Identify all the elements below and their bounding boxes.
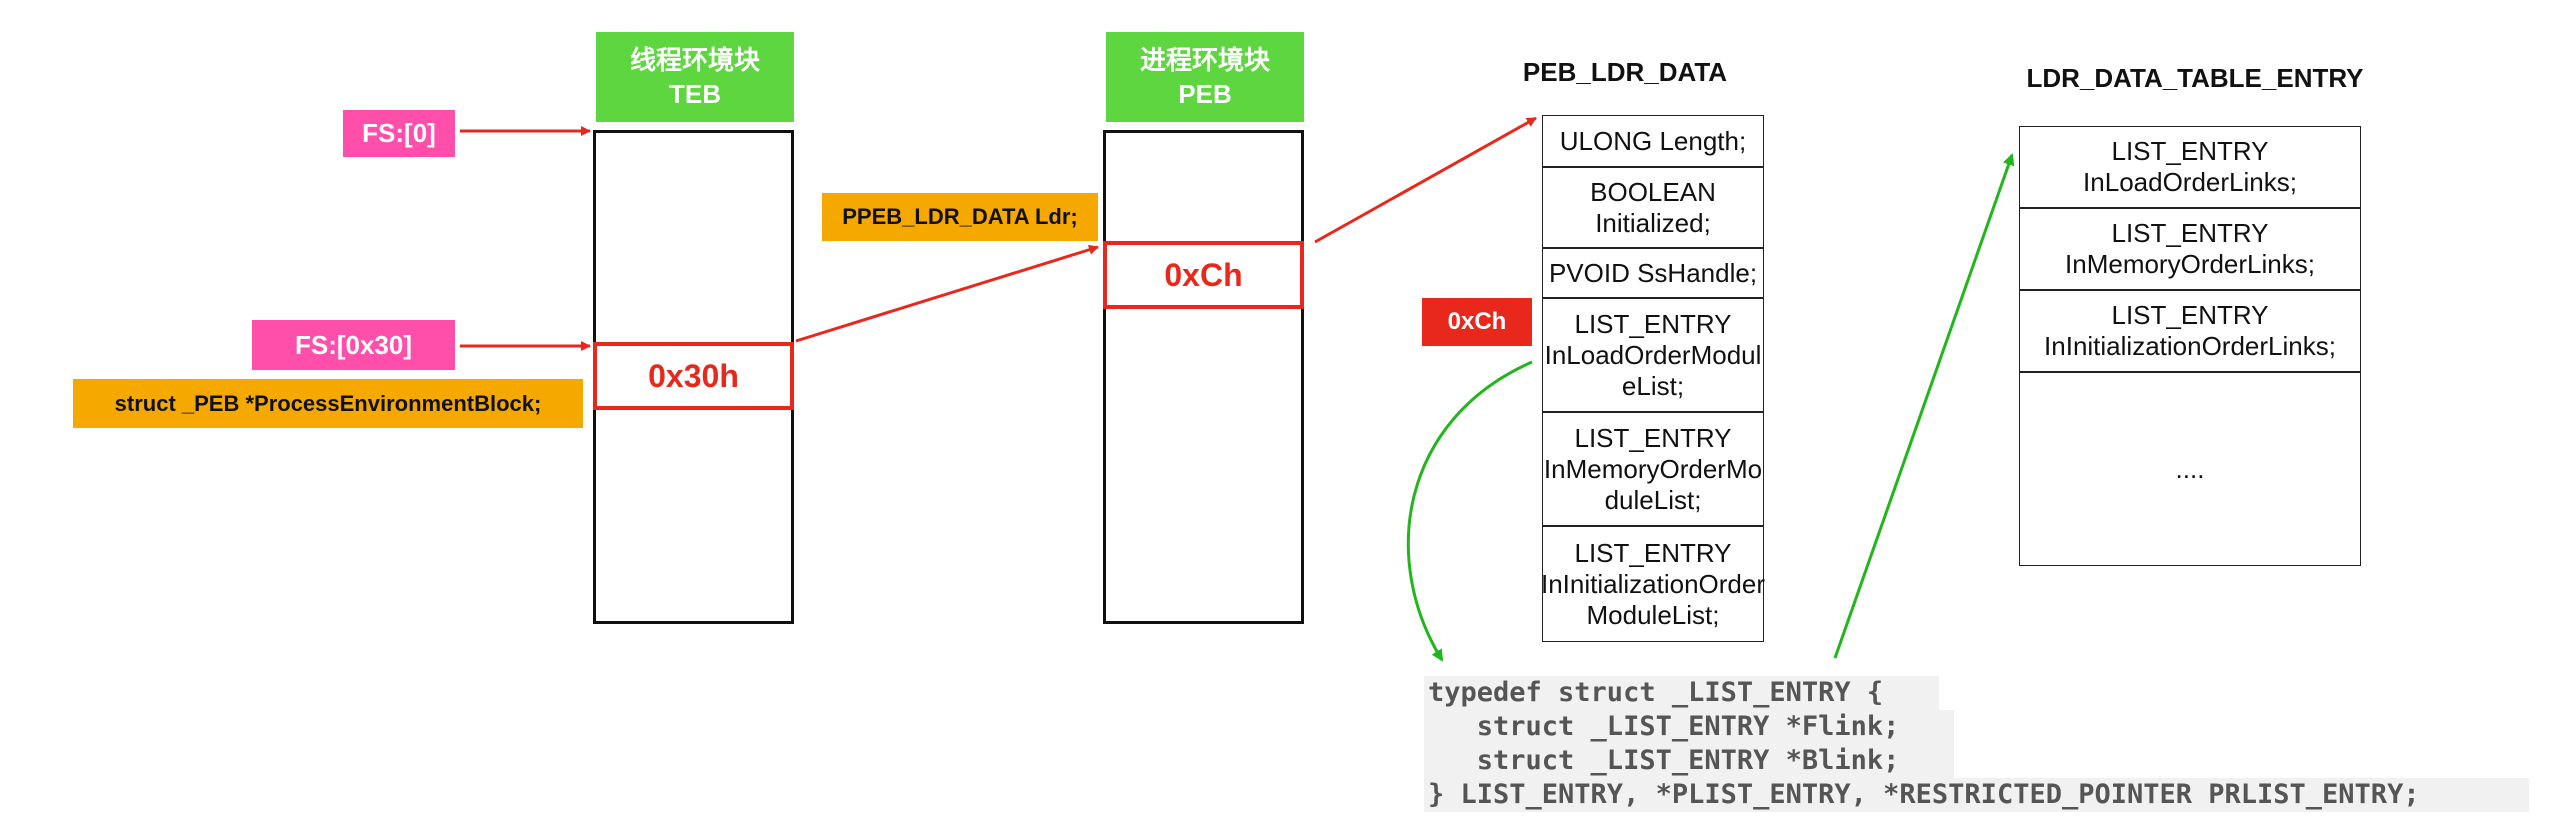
field-line: InLoadOrderModul xyxy=(1544,339,1762,370)
peb-ldr-data-title: PEB_LDR_DATA xyxy=(1522,56,1728,87)
process-env-block-label: struct _PEB *ProcessEnvironmentBlock; xyxy=(73,379,583,428)
field-line: InInitializationOrderLinks; xyxy=(2044,331,2336,361)
field-line: LIST_ENTRY xyxy=(1574,422,1732,453)
field-line: ULONG Length; xyxy=(1559,125,1747,156)
field-line: .... xyxy=(2175,453,2205,484)
field-line: PVOID SsHandle; xyxy=(1548,257,1758,288)
field-line: InLoadOrderLinks; xyxy=(2083,167,2297,197)
code-line: struct _LIST_ENTRY *Flink; xyxy=(1424,710,1954,744)
field-line: eList; xyxy=(1621,370,1685,401)
peb-memory-block xyxy=(1103,130,1304,624)
teb-title-cn: 线程环境块 xyxy=(629,45,760,75)
field-ellipsis: .... xyxy=(2019,372,2361,566)
field-line: InMemoryOrderLinks; xyxy=(2065,249,2315,279)
field-line: LIST_ENTRY xyxy=(2111,218,2269,248)
ldr-data-table-entry-title: LDR_DATA_TABLE_ENTRY xyxy=(2026,62,2364,93)
field-line: BOOLEAN xyxy=(1590,176,1716,207)
teb-title-en: TEB xyxy=(669,79,721,109)
teb-to-peb-arrow xyxy=(795,244,1099,343)
peb-title-en: PEB xyxy=(1178,79,1232,109)
fs0-label: FS:[0] xyxy=(343,110,455,157)
field-line: LIST_ENTRY xyxy=(1574,537,1732,568)
field-line: Initialized; xyxy=(1595,207,1711,238)
field-line: InMemoryOrderMo xyxy=(1543,453,1763,484)
field-sshandle: PVOID SsHandle; xyxy=(1542,248,1764,298)
peb-offset-box: 0xCh xyxy=(1103,241,1304,309)
code-line: struct _LIST_ENTRY *Blink; xyxy=(1424,744,1954,778)
peb-to-ldr-arrow xyxy=(1314,116,1537,244)
teb-header: 线程环境块 TEB xyxy=(596,32,794,122)
peb-header: 进程环境块 PEB xyxy=(1106,32,1304,122)
field-line: LIST_ENTRY xyxy=(2111,136,2269,166)
fs30-label: FS:[0x30] xyxy=(252,320,455,370)
ldr-offset-label: 0xCh xyxy=(1422,298,1532,346)
field-line: ModuleList; xyxy=(1586,599,1720,630)
field-line: InInitializationOrder xyxy=(1541,568,1765,599)
field-length: ULONG Length; xyxy=(1542,115,1764,167)
ldr-label: PPEB_LDR_DATA Ldr; xyxy=(822,193,1098,241)
field-line: LIST_ENTRY xyxy=(1574,308,1732,339)
teb-offset-box: 0x30h xyxy=(593,342,794,410)
code-line: typedef struct _LIST_ENTRY { xyxy=(1424,676,1939,710)
field-line: duleList; xyxy=(1604,484,1702,515)
field-line: LIST_ENTRY xyxy=(2111,300,2269,330)
flink-to-entry-arrow xyxy=(1833,153,2015,659)
code-line: } LIST_ENTRY, *PLIST_ENTRY, *RESTRICTED_… xyxy=(1424,778,2529,812)
list-entry-curve-arrow xyxy=(1406,360,1533,662)
peb-title-cn: 进程环境块 xyxy=(1139,45,1270,75)
